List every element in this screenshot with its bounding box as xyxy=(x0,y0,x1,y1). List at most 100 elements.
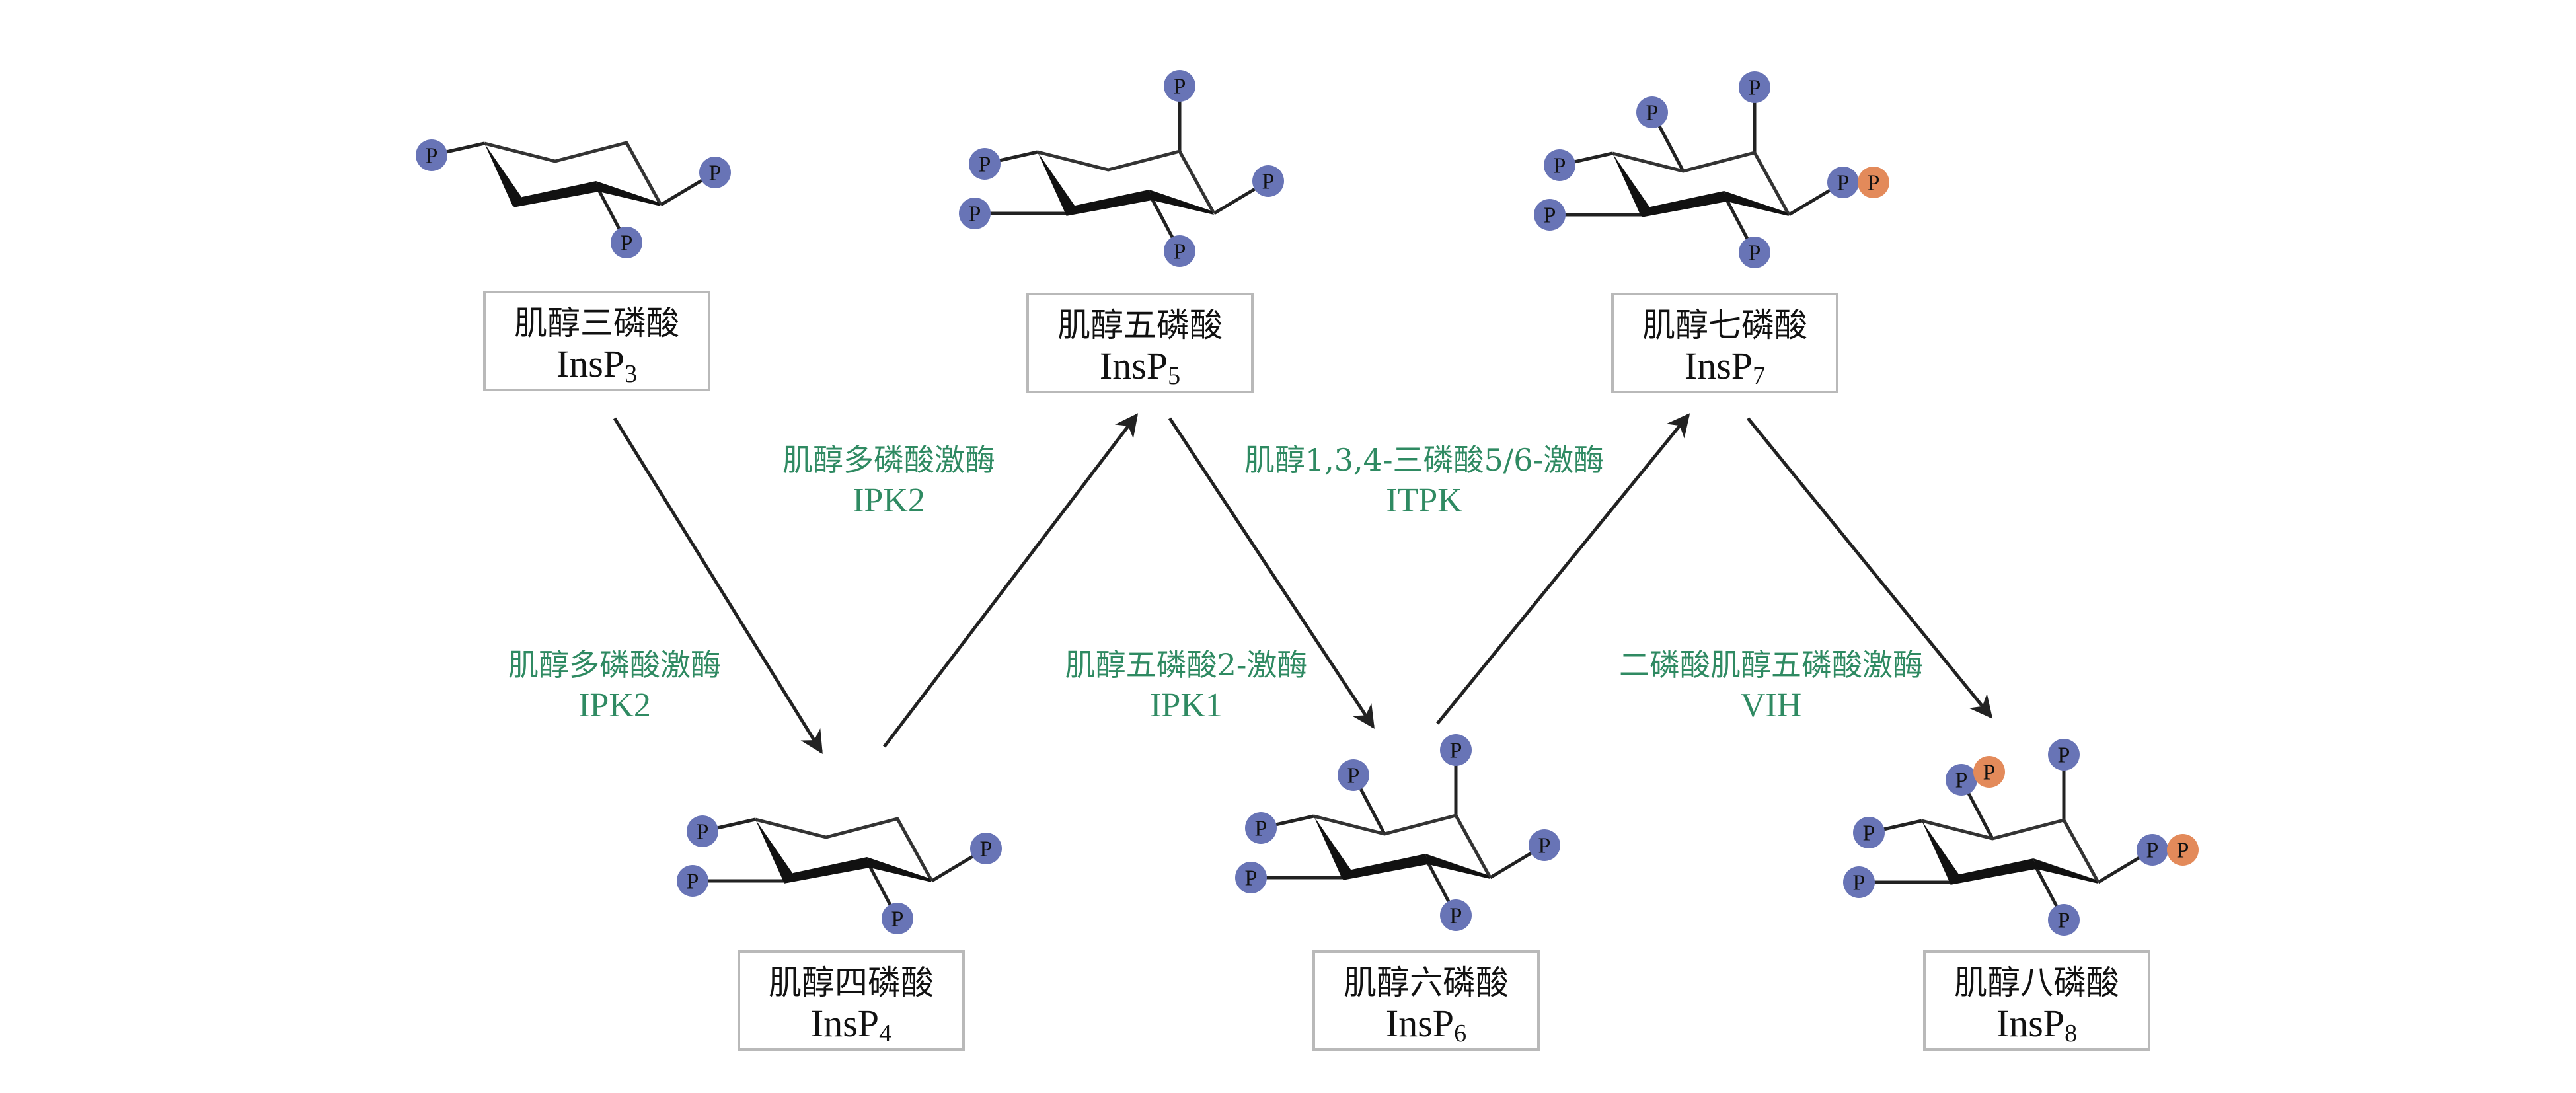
reaction-arrow-3 xyxy=(1168,417,1375,729)
phosphate-Fleft: P xyxy=(1534,199,1566,231)
formula-subscript: 4 xyxy=(879,1020,891,1047)
phosphate-Dright: P xyxy=(1529,829,1560,861)
phosphate-Edown: P xyxy=(882,903,913,934)
phosphate-label: P xyxy=(1450,904,1462,928)
compound-name: 肌醇八磷酸 xyxy=(1954,963,2119,1002)
phosphate-Aleft: P xyxy=(969,148,1001,180)
phosphate-Aleft: P xyxy=(1544,149,1575,181)
pyrophosphate-Dright: P xyxy=(2167,834,2199,866)
phosphate-circle xyxy=(1440,734,1472,766)
phosphate-label: P xyxy=(1450,739,1462,763)
phosphate-circle xyxy=(687,815,718,847)
phosphate-label: P xyxy=(2177,839,2189,863)
phosphate-label: P xyxy=(1853,871,1866,895)
phosphate-circle xyxy=(2048,739,2080,771)
phosphate-label: P xyxy=(1544,204,1556,228)
phosphate-Fleft: P xyxy=(959,198,991,229)
phosphate-label: P xyxy=(2146,839,2159,863)
phosphate-label: P xyxy=(1749,241,1761,266)
phosphate-label: P xyxy=(1245,866,1258,891)
phosphate-Aleft: P xyxy=(416,139,447,171)
phosphate-circle xyxy=(2137,834,2168,866)
phosphate-Bup: P xyxy=(1946,764,1977,796)
phosphate-label: P xyxy=(1983,761,1996,785)
compound-name: 肌醇四磷酸 xyxy=(769,963,934,1002)
phosphate-Dright: P xyxy=(1252,165,1284,197)
phosphate-Fleft: P xyxy=(1235,862,1267,893)
phosphate-Dright: P xyxy=(970,833,1002,864)
phosphate-Aleft: P xyxy=(1853,817,1885,848)
phosphate-Dright: P xyxy=(1827,167,1859,198)
phosphate-circle xyxy=(416,139,447,171)
compound-name: 肌醇七磷酸 xyxy=(1642,306,1807,344)
compound-formula: InsP7 xyxy=(1685,344,1765,390)
reaction-arrow-1 xyxy=(613,417,823,754)
formula-subscript: 6 xyxy=(1454,1020,1466,1047)
compound-labels: 肌醇三磷酸InsP3肌醇四磷酸InsP4肌醇五磷酸InsP5肌醇六磷酸InsP6… xyxy=(483,291,2150,1051)
phosphate-circle xyxy=(1843,866,1875,898)
compound-name: 肌醇五磷酸 xyxy=(1057,306,1223,344)
formula-base: InsP xyxy=(556,342,625,385)
compound-formula: InsP8 xyxy=(1996,1002,2077,1047)
inositol-ring xyxy=(484,141,663,207)
phosphate-Fleft: P xyxy=(677,865,708,897)
phosphate-circle xyxy=(1973,756,2005,788)
phosphate-label: P xyxy=(1749,76,1761,100)
phosphate-circle xyxy=(1338,759,1369,791)
formula-base: InsP xyxy=(1100,344,1168,387)
formula-subscript: 8 xyxy=(2065,1020,2077,1047)
formula-subscript: 7 xyxy=(1753,362,1765,390)
phosphate-circle xyxy=(970,833,1002,864)
phosphate-Cup: P xyxy=(1739,71,1770,103)
phosphate-circle xyxy=(1946,764,1977,796)
pyrophosphate-Bup: P xyxy=(1973,756,2005,788)
phosphate-circle xyxy=(1440,899,1472,931)
phosphate-circle xyxy=(677,865,708,897)
phosphate-circle xyxy=(611,227,642,258)
phosphate-circle xyxy=(2167,834,2199,866)
phosphate-circle xyxy=(1245,812,1277,844)
compound-formula: InsP5 xyxy=(1100,344,1180,390)
phosphate-Edown: P xyxy=(2048,904,2080,936)
phosphate-Dright: P xyxy=(699,157,731,188)
phosphate-label: P xyxy=(2058,743,2070,768)
phosphate-label: P xyxy=(1646,101,1659,126)
phosphate-circle xyxy=(2048,904,2080,936)
phosphate-circle xyxy=(1827,167,1859,198)
enzyme-abbreviation: IPK1 xyxy=(1150,687,1223,724)
enzyme-name: 二磷酸肌醇五磷酸激酶 xyxy=(1619,647,1923,683)
inositol-ring xyxy=(1313,813,1492,880)
inositol-ring xyxy=(755,817,934,884)
enzyme-name: 肌醇多磷酸激酶 xyxy=(508,647,721,683)
phosphate-circle xyxy=(1853,817,1885,848)
phosphate-circle xyxy=(1252,165,1284,197)
phosphate-label: P xyxy=(1863,821,1875,846)
reaction-arrow-5 xyxy=(1747,417,1993,719)
phosphate-label: P xyxy=(1347,764,1360,788)
enzyme-abbreviation: IPK2 xyxy=(578,687,651,724)
enzyme-abbreviation: ITPK xyxy=(1386,482,1462,519)
formula-base: InsP xyxy=(1996,1002,2065,1045)
phosphate-Aleft: P xyxy=(1245,812,1277,844)
phosphate-label: P xyxy=(1955,769,1968,793)
enzyme-name: 肌醇多磷酸激酶 xyxy=(782,442,995,478)
compound-formula: InsP4 xyxy=(811,1002,891,1047)
compound-name: 肌醇三磷酸 xyxy=(514,304,679,342)
enzyme-abbreviation: IPK2 xyxy=(852,482,925,519)
